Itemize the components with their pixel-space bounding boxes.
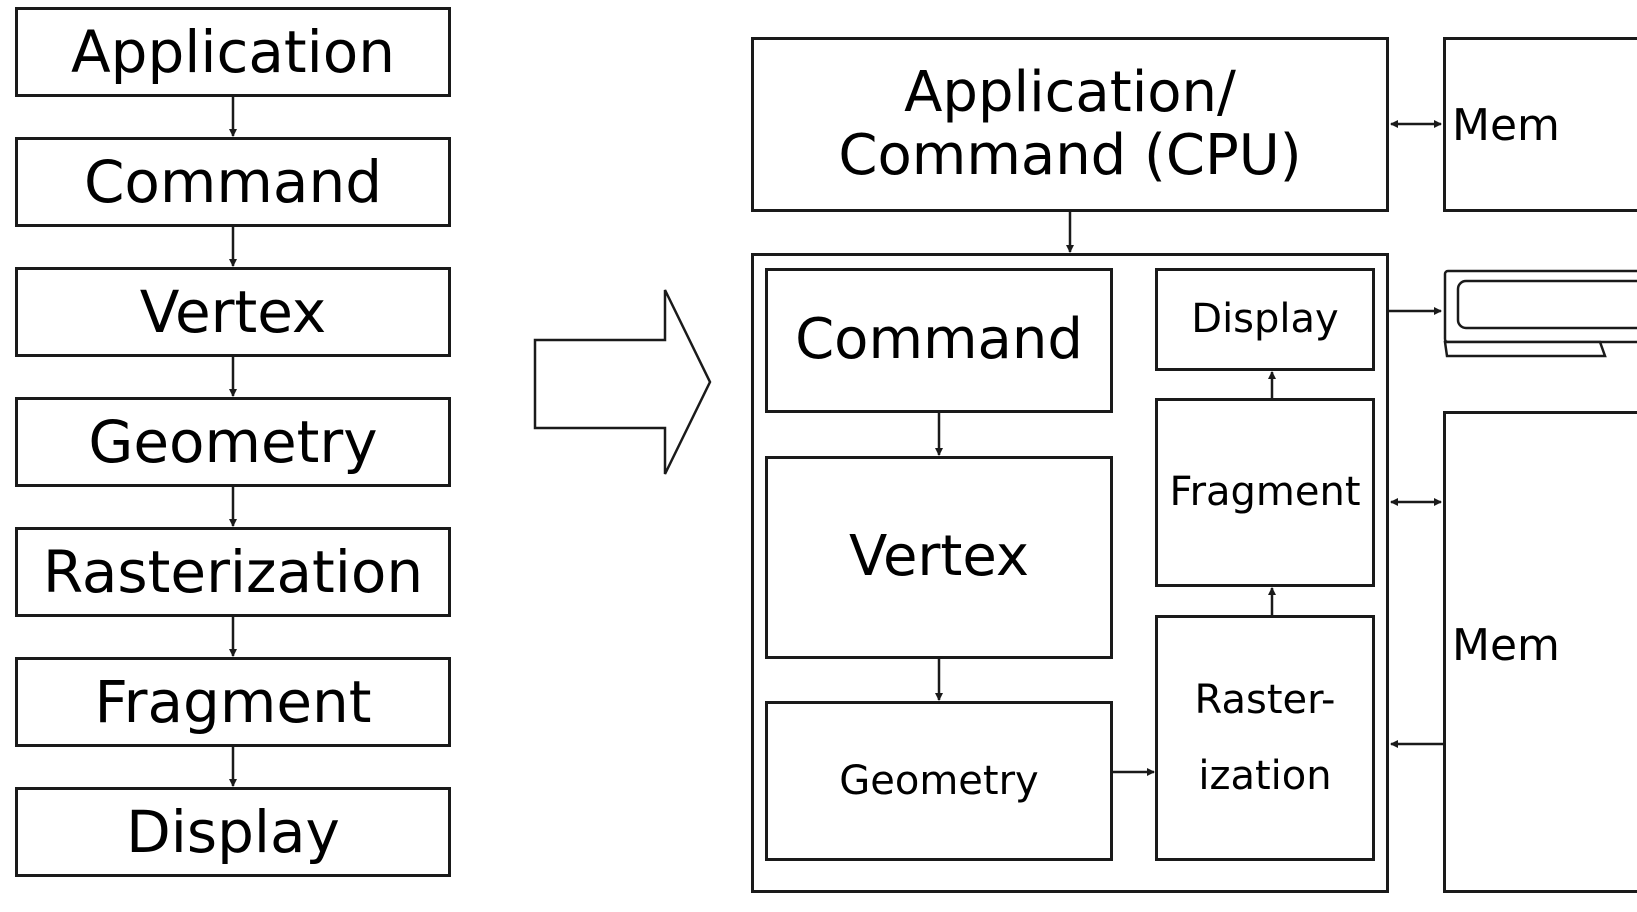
stage-vertex-label: Vertex [139, 277, 327, 346]
gpu-display-label: Display [1191, 296, 1339, 343]
memory-bottom-label: Mem [1452, 620, 1560, 671]
stage-fragment: Fragment [15, 657, 451, 747]
stage-geometry-label: Geometry [88, 407, 378, 476]
gpu-display: Display [1155, 268, 1375, 371]
stage-display: Display [15, 787, 451, 877]
stage-application: Application [15, 7, 451, 97]
stage-rasterization: Rasterization [15, 527, 451, 617]
cpu-box-line2: Command (CPU) [838, 122, 1302, 188]
cpu-box-line1: Application/ [904, 59, 1236, 125]
stage-fragment-label: Fragment [94, 667, 372, 736]
stage-geometry: Geometry [15, 397, 451, 487]
gpu-raster-line2: ization [1198, 753, 1332, 799]
gpu-raster-line1: Raster- [1194, 677, 1336, 723]
memory-top-box [1443, 37, 1637, 212]
laptop-icon [1443, 269, 1637, 358]
stage-command: Command [15, 137, 451, 227]
gpu-command: Command [765, 268, 1113, 413]
gpu-vertex-label: Vertex [848, 524, 1029, 590]
gpu-command-label: Command [795, 307, 1083, 373]
gpu-geometry: Geometry [765, 701, 1113, 861]
gpu-geometry-label: Geometry [839, 757, 1039, 804]
gpu-fragment-label: Fragment [1169, 469, 1361, 516]
memory-bottom-box [1443, 411, 1637, 893]
gpu-rasterization: Raster- ization [1155, 615, 1375, 861]
stage-vertex: Vertex [15, 267, 451, 357]
right-arrow-icon [533, 289, 712, 475]
gpu-vertex: Vertex [765, 456, 1113, 659]
stage-display-label: Display [126, 797, 340, 866]
memory-top-label: Mem [1452, 100, 1560, 151]
stage-rasterization-label: Rasterization [42, 537, 424, 606]
stage-command-label: Command [83, 147, 383, 216]
gpu-fragment: Fragment [1155, 398, 1375, 587]
stage-application-label: Application [70, 17, 396, 86]
cpu-box: Application/ Command (CPU) [751, 37, 1389, 212]
